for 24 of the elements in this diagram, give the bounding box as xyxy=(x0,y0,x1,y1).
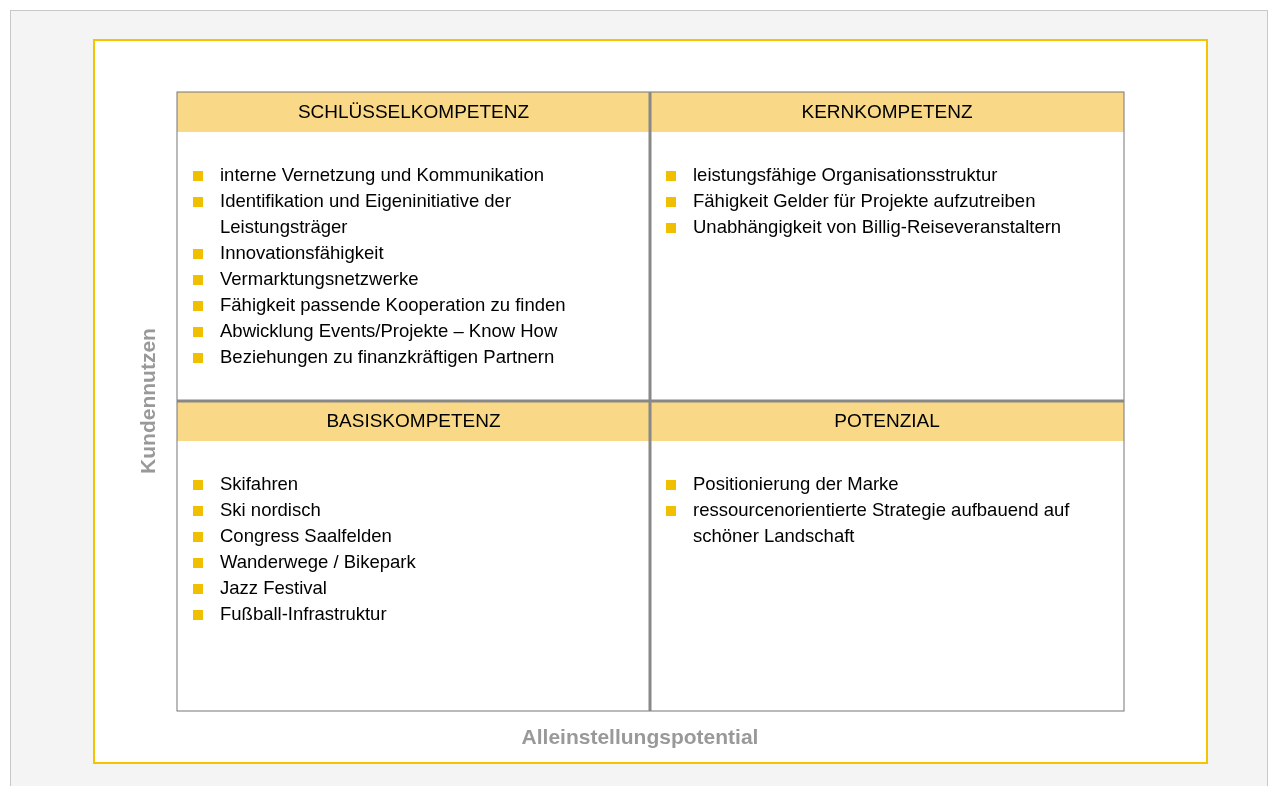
quadrant-heading: POTENZIAL xyxy=(650,401,1124,441)
quadrant-heading: BASISKOMPETENZ xyxy=(177,401,650,441)
bullet-text: Fähigkeit passende Kooperation zu finden xyxy=(220,293,567,317)
quadrant-heading: KERNKOMPETENZ xyxy=(650,92,1124,132)
bullet-text: Wanderwege / Bikepark xyxy=(220,550,417,574)
bullet-text: Innovationsfähigkeit xyxy=(220,241,385,265)
quadrant-heading: SCHLÜSSELKOMPETENZ xyxy=(177,92,650,132)
bullet-text: Fußball-Infrastruktur xyxy=(220,602,388,626)
bullet-text: Abwicklung Events/Projekte – Know How xyxy=(220,319,559,343)
bullet-text: Vermarktungsnetzwerke xyxy=(220,267,420,291)
bullet-text: Ski nordisch xyxy=(220,498,322,522)
axis-label: Alleinstellungspotential xyxy=(521,725,759,749)
bullet-text: Skifahren xyxy=(220,472,300,496)
bullet-text: Beziehungen zu finanzkräftigen Partnern xyxy=(220,345,556,369)
bullet-text: ressourcenorientierte Strategie aufbauend auf schöner Landschaft xyxy=(693,498,1071,548)
bullet-text: Positionierung der Marke xyxy=(693,472,900,496)
bullet-text: Identifikation und Eigeninitiative der Leistungsträger xyxy=(220,189,513,239)
bullet-text: Unabhängigkeit von Billig-Reiseveranstaltern xyxy=(693,215,1063,239)
bullet-text: leistungsfähige Organisationsstruktur xyxy=(693,163,999,187)
axis-label: Kundennutzen xyxy=(136,328,160,474)
bullet-text: Jazz Festival xyxy=(220,576,328,600)
bullet-text: interne Vernetzung und Kommunikation xyxy=(220,163,545,187)
bullet-text: Fähigkeit Gelder für Projekte aufzutreiben xyxy=(693,189,1037,213)
bullet-text: Congress Saalfelden xyxy=(220,524,393,548)
